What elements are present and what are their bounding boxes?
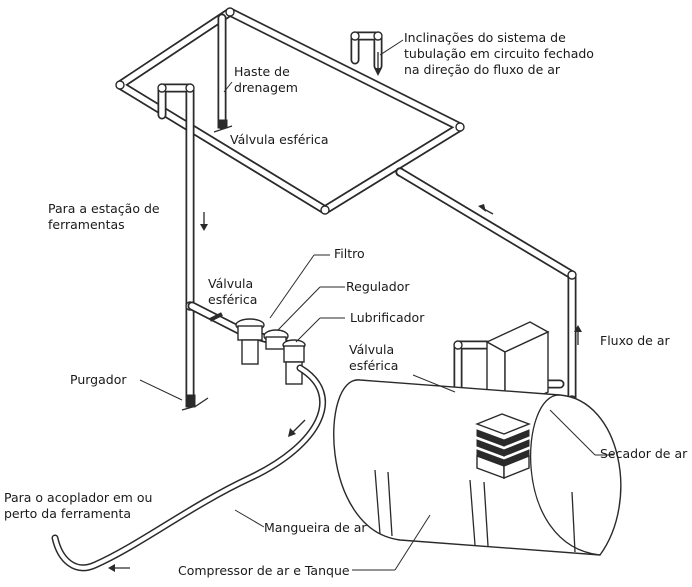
- label-loop-slope: Inclinações do sistema de tubulação em c…: [404, 30, 594, 77]
- label-filter: Filtro: [334, 246, 365, 261]
- label-airflow: Fluxo de ar: [600, 333, 670, 348]
- label-drain-trap: Purgador: [70, 372, 127, 387]
- air-hose: [51, 364, 327, 572]
- label-regulator: Regulador: [346, 279, 410, 294]
- compressor-head: [475, 413, 531, 480]
- label-lubricator: Lubrificador: [350, 310, 425, 325]
- frl-unit: [187, 301, 306, 385]
- flow-arrows: [108, 52, 582, 572]
- label-ball-valve-top: Válvula esférica: [230, 132, 329, 147]
- leader-lines: [139, 39, 614, 571]
- drain-leg: [213, 13, 233, 133]
- overhead-piping-loop: [115, 7, 465, 215]
- label-air-hose: Mangueira de ar: [264, 520, 367, 535]
- label-compressor-tank: Compressor de ar e Tanque: [178, 563, 350, 578]
- label-ball-valve-right: Válvula esférica: [349, 342, 399, 373]
- gooseneck-top-right: [350, 31, 383, 71]
- label-ball-valve-mid: Válvula esférica: [208, 276, 258, 307]
- label-to-coupler: Para o acoplador em ou perto da ferramen…: [4, 490, 153, 521]
- label-to-tool-station: Para a estação de ferramentas: [48, 201, 160, 232]
- label-drain-leg: Haste de drenagem: [234, 64, 298, 95]
- label-air-dryer: Secador de ar: [600, 446, 688, 461]
